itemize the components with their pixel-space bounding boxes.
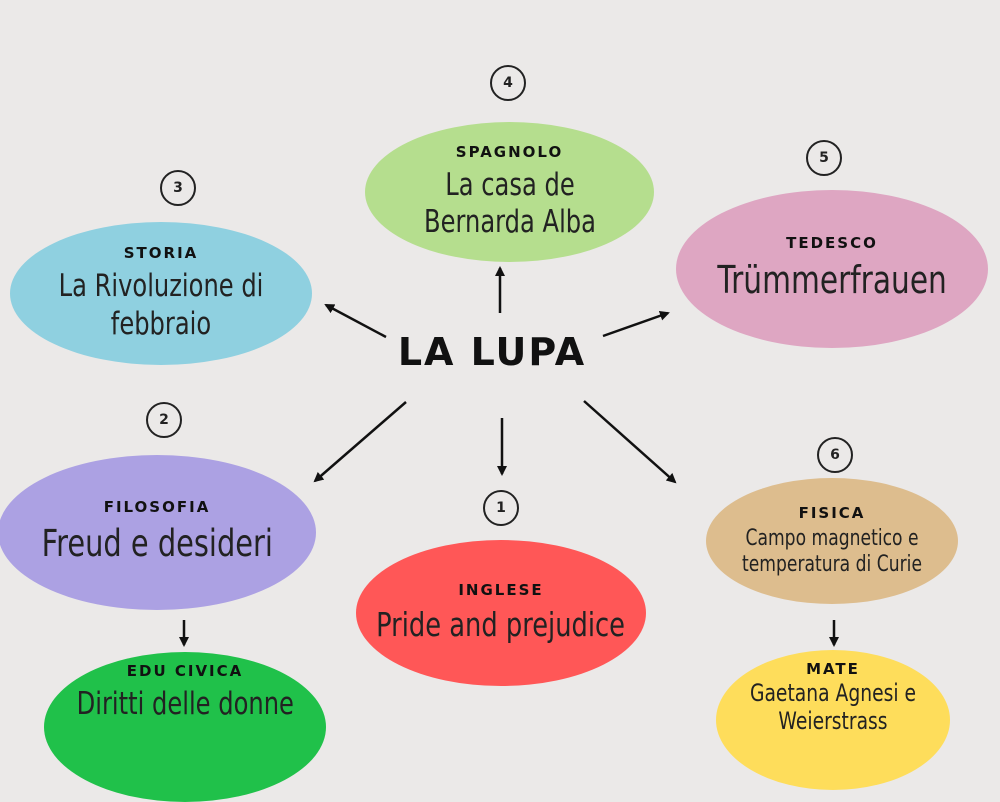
subject-label: SPAGNOLO bbox=[455, 142, 564, 161]
topic-text: Freud e desideri bbox=[41, 522, 273, 566]
number-badge-spagnolo: 4 bbox=[490, 65, 526, 101]
topic-text: Pride and prejudice bbox=[376, 605, 626, 645]
subject-label: TEDESCO bbox=[786, 234, 878, 253]
arrow-to-storia bbox=[324, 303, 387, 339]
topic-text: La casa de Bernarda Alba bbox=[423, 166, 596, 240]
number-badge-tedesco: 5 bbox=[806, 140, 842, 176]
subject-label: FISICA bbox=[798, 503, 866, 522]
topic-text: Gaetana Agnesi e Weierstrass bbox=[749, 679, 917, 735]
topic-text: Trümmerfrauen bbox=[717, 258, 947, 303]
central-topic: LA LUPA bbox=[397, 330, 587, 374]
node-educivica: EDU CIVICA Diritti delle donne bbox=[44, 652, 326, 802]
number-badge-inglese: 1 bbox=[483, 490, 519, 526]
subject-label: INGLESE bbox=[458, 581, 544, 600]
number-badge-filosofia: 2 bbox=[146, 402, 182, 438]
topic-text: Campo magnetico e temperatura di Curie bbox=[741, 525, 923, 577]
arrow-to-fisica bbox=[583, 400, 677, 484]
subject-label: FILOSOFIA bbox=[103, 498, 211, 517]
node-storia: STORIA La Rivoluzione di febbraio bbox=[10, 222, 312, 365]
subject-label: EDU CIVICA bbox=[126, 662, 244, 680]
subject-label: STORIA bbox=[123, 244, 199, 263]
connector-arrows bbox=[179, 266, 839, 647]
topic-text: Diritti delle donne bbox=[76, 686, 294, 722]
node-filosofia: FILOSOFIA Freud e desideri bbox=[0, 455, 316, 610]
node-spagnolo: SPAGNOLO La casa de Bernarda Alba bbox=[365, 122, 654, 262]
number-badge-fisica: 6 bbox=[817, 437, 853, 473]
node-fisica: FISICA Campo magnetico e temperatura di … bbox=[706, 478, 958, 604]
arrow-to-tedesco bbox=[602, 310, 670, 338]
arrow-to-filosofia bbox=[313, 401, 407, 483]
topic-text: La Rivoluzione di febbraio bbox=[58, 268, 264, 342]
node-tedesco: TEDESCO Trümmerfrauen bbox=[676, 190, 988, 348]
number-badge-storia: 3 bbox=[160, 170, 196, 206]
node-mate: MATE Gaetana Agnesi e Weierstrass bbox=[716, 650, 950, 790]
subject-label: MATE bbox=[806, 660, 860, 678]
node-inglese: INGLESE Pride and prejudice bbox=[356, 540, 646, 686]
